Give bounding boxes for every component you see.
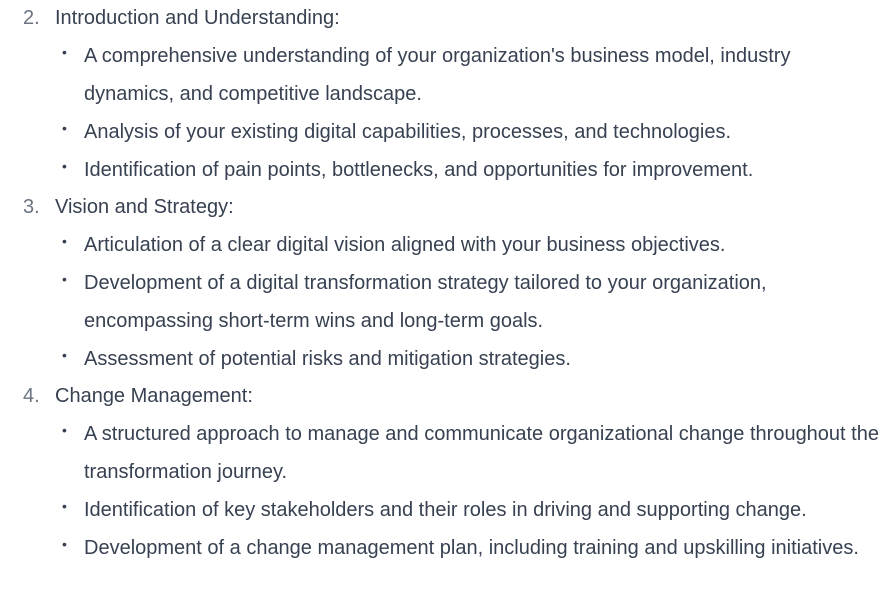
bullet-list: • A structured approach to manage and co… bbox=[0, 415, 891, 567]
list-item: • Assessment of potential risks and miti… bbox=[0, 340, 891, 378]
section-title: Vision and Strategy: bbox=[55, 196, 234, 218]
bullet-icon: • bbox=[62, 44, 67, 60]
list-section: 3. Vision and Strategy: • Articulation o… bbox=[0, 189, 891, 378]
bullet-text: Identification of key stakeholders and t… bbox=[84, 499, 807, 521]
list-section: 4. Change Management: • A structured app… bbox=[0, 378, 891, 567]
list-item: • A comprehensive understanding of your … bbox=[0, 37, 891, 113]
list-item: • Analysis of your existing digital capa… bbox=[0, 113, 891, 151]
list-item: • Identification of key stakeholders and… bbox=[0, 491, 891, 529]
section-number: 3. bbox=[23, 196, 40, 218]
section-title: Change Management: bbox=[55, 385, 253, 407]
list-item: • A structured approach to manage and co… bbox=[0, 415, 891, 491]
bullet-list: • Articulation of a clear digital vision… bbox=[0, 226, 891, 378]
bullet-icon: • bbox=[62, 233, 67, 249]
section-number: 2. bbox=[23, 7, 40, 29]
bullet-text: A structured approach to manage and comm… bbox=[84, 423, 879, 483]
bullet-text: Development of a change management plan,… bbox=[84, 537, 859, 559]
section-title: Introduction and Understanding: bbox=[55, 7, 340, 29]
bullet-icon: • bbox=[62, 498, 67, 514]
list-item: • Identification of pain points, bottlen… bbox=[0, 151, 891, 189]
list-section: 2. Introduction and Understanding: • A c… bbox=[0, 0, 891, 189]
bullet-text: Articulation of a clear digital vision a… bbox=[84, 234, 726, 256]
section-heading: 4. Change Management: bbox=[0, 378, 891, 415]
bullet-icon: • bbox=[62, 422, 67, 438]
bullet-text: A comprehensive understanding of your or… bbox=[84, 45, 791, 105]
bullet-icon: • bbox=[62, 271, 67, 287]
numbered-list: 2. Introduction and Understanding: • A c… bbox=[0, 0, 891, 567]
list-item: • Articulation of a clear digital vision… bbox=[0, 226, 891, 264]
bullet-text: Assessment of potential risks and mitiga… bbox=[84, 348, 571, 370]
list-item: • Development of a change management pla… bbox=[0, 529, 891, 567]
bullet-icon: • bbox=[62, 347, 67, 363]
bullet-text: Development of a digital transformation … bbox=[84, 272, 767, 332]
bullet-text: Analysis of your existing digital capabi… bbox=[84, 121, 732, 143]
bullet-icon: • bbox=[62, 158, 67, 174]
section-number: 4. bbox=[23, 385, 40, 407]
bullet-icon: • bbox=[62, 120, 67, 136]
section-heading: 2. Introduction and Understanding: bbox=[0, 0, 891, 37]
list-item: • Development of a digital transformatio… bbox=[0, 264, 891, 340]
bullet-list: • A comprehensive understanding of your … bbox=[0, 37, 891, 189]
section-heading: 3. Vision and Strategy: bbox=[0, 189, 891, 226]
bullet-icon: • bbox=[62, 536, 67, 552]
bullet-text: Identification of pain points, bottlenec… bbox=[84, 159, 754, 181]
